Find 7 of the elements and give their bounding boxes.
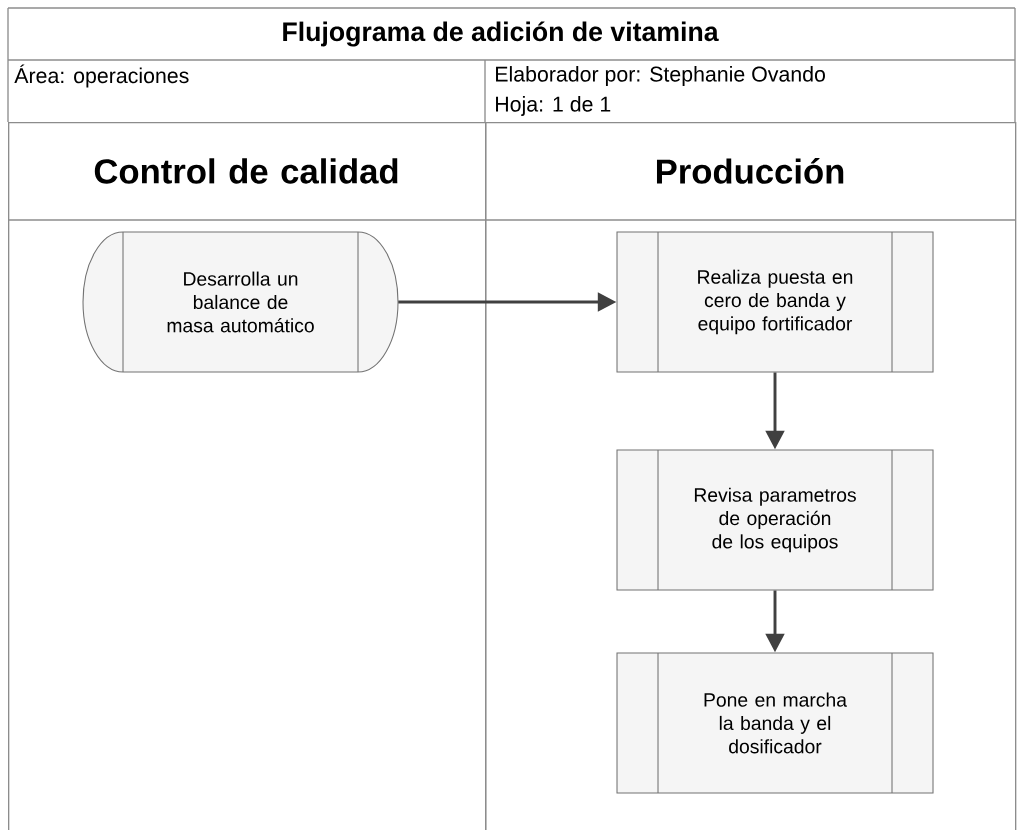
process-box: Revisa parametros de operación de los equipos bbox=[616, 449, 934, 591]
info-text: Hoja: 1 de 1 bbox=[496, 96, 611, 116]
title: Flujograma de adición de vitamina bbox=[283, 21, 719, 47]
info-text: Elaborador por: Stephanie Ovando bbox=[496, 66, 825, 86]
process-box: Pone en marcha la banda y el dosificador bbox=[616, 652, 934, 794]
info-text: Área: operaciones bbox=[14, 64, 189, 88]
process-box: Realiza puesta en cero de banda y equipo fortificador bbox=[616, 231, 934, 373]
